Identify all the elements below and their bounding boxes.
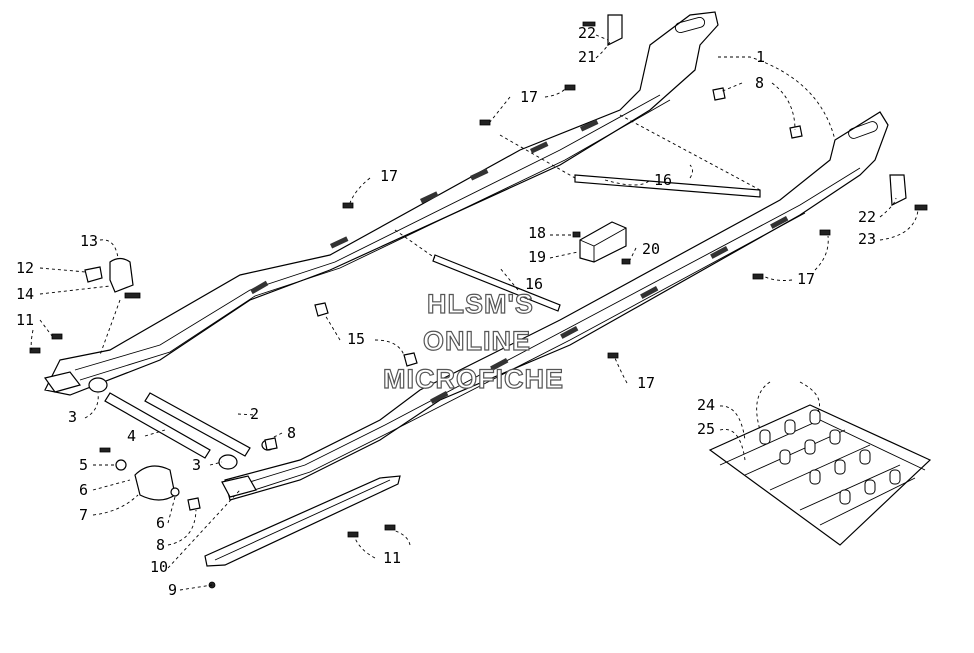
callout-8-bottom: 8 [156,536,165,554]
callout-17-upper-left: 17 [380,167,398,185]
callout-11-left: 11 [16,311,34,329]
callout-labels: 22 21 1 8 17 17 16 22 23 18 19 20 17 16 … [16,24,876,599]
track-clip-assembly [708,404,932,546]
callout-22-top: 22 [578,24,596,42]
callout-14: 14 [16,285,34,303]
callout-8-mid: 8 [287,424,296,442]
watermark: HLSM'S ONLINE MICROFICHE [382,288,564,394]
block [572,221,631,265]
callout-6-left: 6 [79,481,88,499]
hardware [29,84,831,538]
callout-17-lower: 17 [637,374,655,392]
callout-17-right: 17 [797,270,815,288]
callout-9: 9 [168,581,177,599]
callout-11-bottom: 11 [383,549,401,567]
callout-20: 20 [642,240,660,258]
callout-21-right: 22 [858,208,876,226]
right-rail [43,11,719,396]
watermark-line3: MICROFICHE [383,364,564,394]
front-tubes [88,377,275,470]
callout-6-right: 6 [156,514,165,532]
slide [204,475,401,589]
brackets [582,14,928,211]
callout-18: 18 [528,224,546,242]
callout-15: 15 [347,330,365,348]
watermark-line2: ONLINE [423,326,531,356]
watermark-line1: HLSM'S [427,289,534,319]
callout-3-left: 3 [68,408,77,426]
callout-5: 5 [79,456,88,474]
left-rail [221,111,889,501]
cross-shafts [394,114,761,312]
callout-3-right: 3 [192,456,201,474]
callout-4: 4 [127,427,136,445]
callout-16-upper: 16 [654,171,672,189]
callout-1: 1 [756,48,765,66]
callout-21-top: 21 [578,48,596,66]
callout-7: 7 [79,506,88,524]
front-bumper-parts [84,257,141,299]
callout-22-right: 23 [858,230,876,248]
leader-lines [30,34,919,591]
callout-2: 2 [250,405,259,423]
callout-10: 10 [150,558,168,576]
callout-19: 19 [528,248,546,266]
idler-parts [99,447,201,511]
callout-12: 12 [16,259,34,277]
callout-8-top: 8 [755,74,764,92]
callout-13: 13 [80,232,98,250]
callout-24: 25 [697,420,715,438]
callout-17-top: 17 [520,88,538,106]
callout-16-lower: 16 [525,275,543,293]
callout-23: 24 [697,396,715,414]
